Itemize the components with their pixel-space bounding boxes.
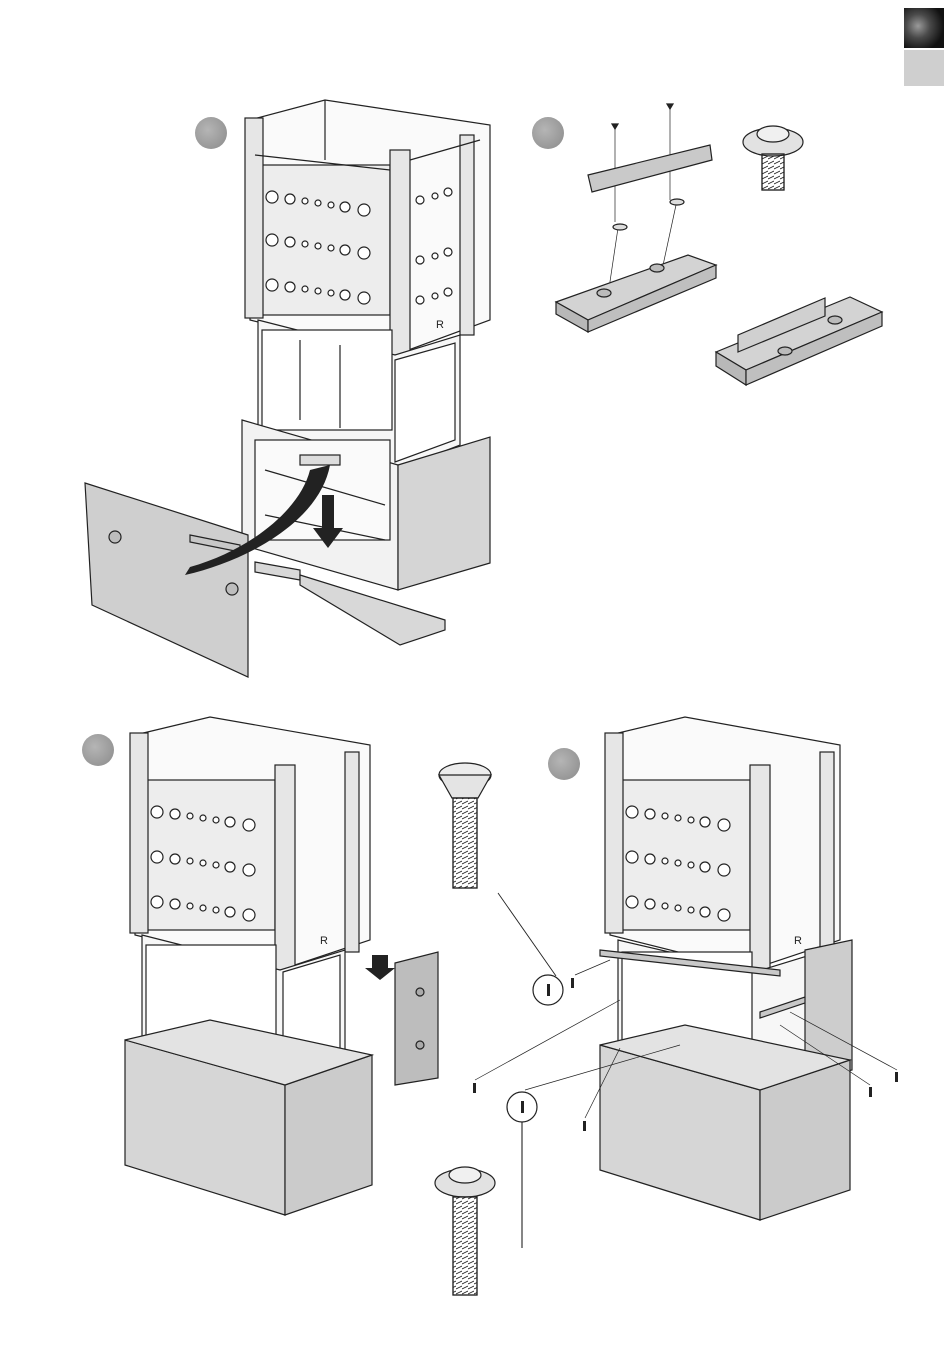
logo-mark-2: R [320,935,328,947]
step-3-illustration: R [125,717,495,1295]
step-1-illustration: R [85,100,490,677]
logo-mark-3: R [794,935,802,947]
down-arrow-icon-2 [365,955,395,980]
flange-screw-icon-2 [435,1167,495,1295]
step-4-illustration: R [473,717,898,1248]
countersunk-screw-icon [439,763,491,888]
step-2-illustration [556,104,882,385]
logo-mark: R [436,319,444,331]
flange-screw-icon [743,126,803,190]
